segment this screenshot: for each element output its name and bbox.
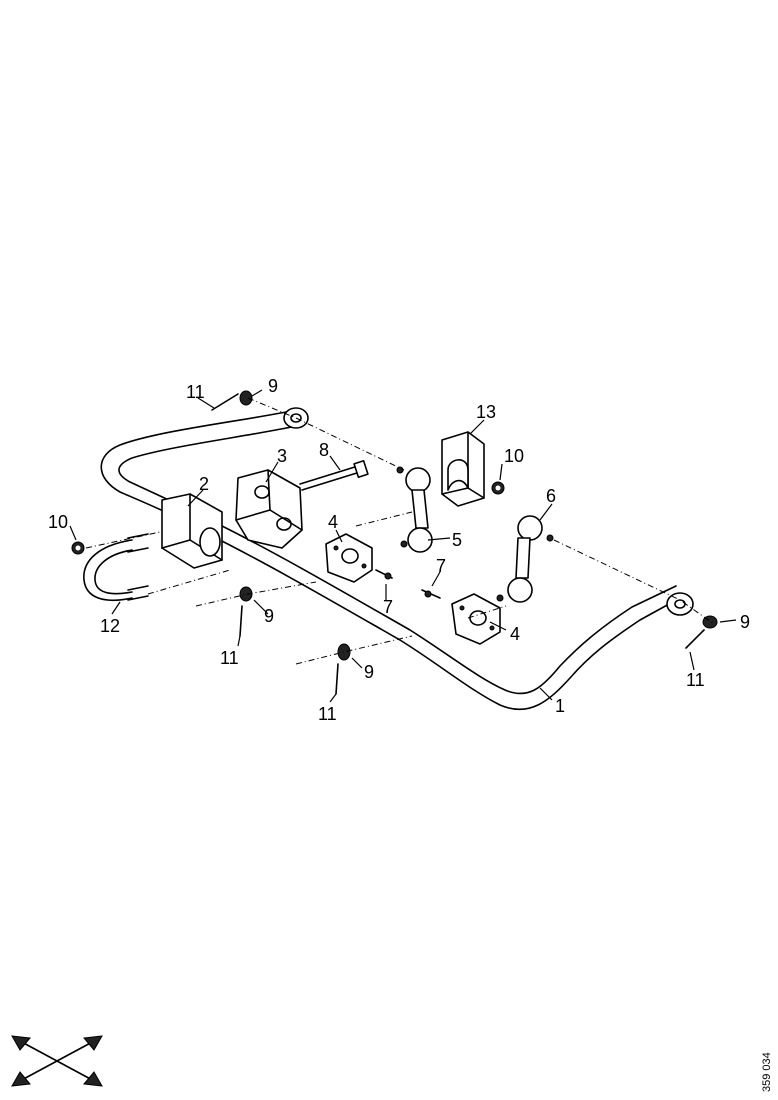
double-arrow-cross-icon — [11, 1035, 103, 1087]
pin-11-mid — [239, 605, 243, 637]
drop-link-6 — [496, 515, 554, 603]
callout-11-top: 11 — [186, 382, 205, 402]
drop-link-5 — [396, 466, 433, 553]
mounting-plate-4-lower — [451, 593, 501, 645]
washer-9-top — [239, 390, 253, 406]
callout-6: 6 — [546, 486, 556, 506]
callout-9-top: 9 — [268, 376, 278, 396]
washer-9-lower — [337, 643, 351, 661]
callout-12: 12 — [100, 616, 120, 636]
callout-11-right: 11 — [686, 670, 705, 690]
bolt-7-lower — [421, 589, 441, 599]
callout-5: 5 — [452, 530, 462, 550]
nut-10-left — [71, 541, 85, 555]
bushing-2 — [161, 493, 223, 569]
leader-lines — [69, 389, 737, 703]
bolt-8 — [299, 459, 369, 491]
mounting-plate-4-upper — [325, 533, 373, 583]
callout-7-lower: 7 — [383, 597, 393, 617]
callout-13: 13 — [476, 402, 496, 422]
callout-9-mid: 9 — [264, 606, 274, 626]
callout-4-upper: 4 — [328, 512, 338, 532]
callout-3: 3 — [277, 446, 287, 466]
callout-4-lower: 4 — [510, 624, 520, 644]
callout-10-right: 10 — [504, 446, 524, 466]
pin-11-lower — [335, 663, 339, 695]
pin-11-top — [211, 393, 239, 411]
reference-code: 359 034 — [761, 1052, 773, 1092]
callout-8: 8 — [319, 440, 329, 460]
nut-10-right — [491, 481, 505, 495]
callout-7-upper: 7 — [436, 556, 446, 576]
clamp-13 — [441, 431, 485, 507]
callout-2: 2 — [199, 474, 209, 494]
assembly-axes — [85, 397, 715, 665]
callout-1: 1 — [555, 696, 565, 716]
callout-11-mid: 11 — [220, 648, 239, 668]
callout-9-right: 9 — [740, 612, 750, 632]
washer-9-mid — [239, 586, 253, 602]
callout-10-left: 10 — [48, 512, 68, 532]
bracket-3 — [235, 469, 303, 549]
u-bolt-12 — [83, 533, 149, 602]
pin-11-right — [685, 629, 705, 649]
callout-9-lower: 9 — [364, 662, 374, 682]
bolt-7-upper — [375, 569, 393, 580]
callout-11-lower: 11 — [318, 704, 337, 724]
